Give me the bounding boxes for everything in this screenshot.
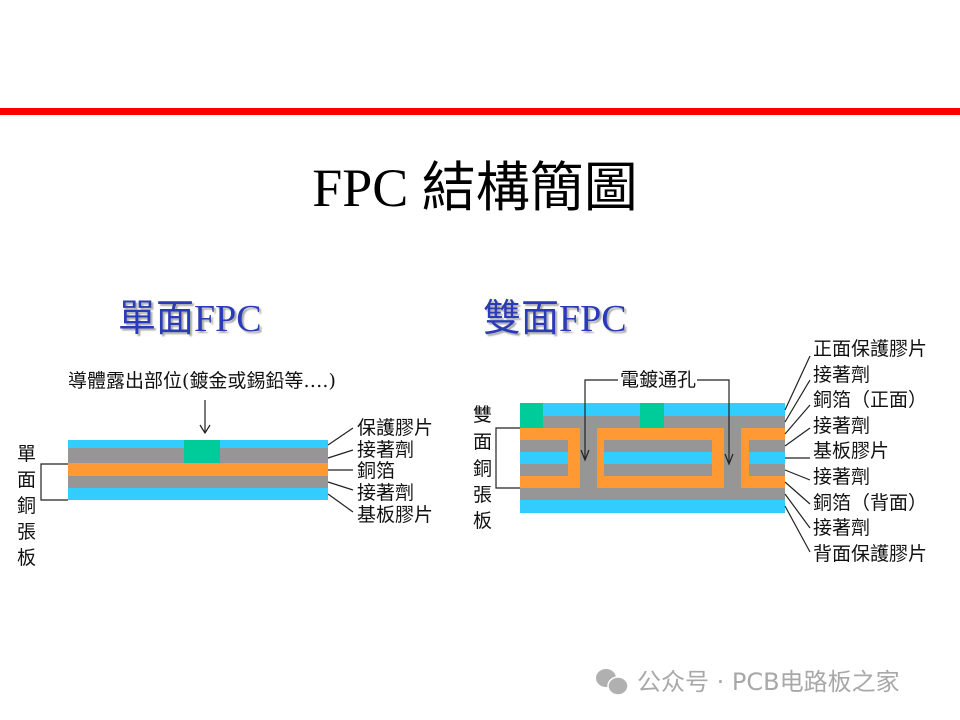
layer-label: 接著劑 bbox=[357, 482, 414, 504]
layer-label: 接著劑 bbox=[813, 364, 870, 386]
side-label-char: 板 bbox=[473, 510, 492, 532]
leader-line bbox=[327, 481, 354, 491]
leader-line bbox=[784, 481, 811, 505]
arrow-down-icon bbox=[199, 424, 211, 435]
page-title: FPC 結構簡圖 bbox=[312, 158, 638, 218]
layer-label: 接著劑 bbox=[813, 415, 870, 437]
side-label-char: 面 bbox=[473, 431, 492, 453]
layer-label: 基板膠片 bbox=[813, 440, 889, 462]
exposed-pad bbox=[184, 440, 220, 463]
exposed-pad bbox=[520, 403, 543, 428]
layer-label: 接著劑 bbox=[357, 439, 414, 461]
leader-line bbox=[784, 505, 811, 553]
adhesive-layer bbox=[68, 476, 328, 488]
wechat-icon bbox=[596, 669, 629, 696]
arrow-down-icon bbox=[580, 449, 590, 462]
layer-label: 背面保護膠片 bbox=[813, 543, 927, 565]
via-arrow-right bbox=[697, 379, 730, 462]
bottom-coverlay bbox=[520, 500, 785, 513]
leader-line bbox=[327, 493, 354, 513]
leader-line bbox=[784, 427, 811, 447]
layer-label: 銅箔 bbox=[357, 460, 395, 482]
copper-layer bbox=[68, 463, 328, 476]
via-arrow-left bbox=[584, 379, 618, 458]
side-label-char: 雙 bbox=[473, 404, 492, 426]
side-label-char: 銅 bbox=[473, 458, 492, 480]
side-label-char: 張 bbox=[17, 521, 36, 543]
layer-label: 銅箔（正面） bbox=[813, 389, 927, 411]
watermark-text: 公众号 · PCB电路板之家 bbox=[637, 668, 900, 696]
single-heading: 單面FPC bbox=[118, 298, 262, 340]
base-film bbox=[604, 452, 712, 464]
double-sided-diagram: 電鍍通孔 雙 面 銅 張 板 正面保護膠片 接著劑 銅箔（正面） 接著劑 基板膠… bbox=[473, 338, 927, 565]
side-label-char: 單 bbox=[17, 443, 36, 465]
leader-line bbox=[784, 469, 811, 481]
exposed-pad bbox=[640, 403, 664, 428]
double-heading: 雙面FPC bbox=[483, 298, 627, 340]
leader-line bbox=[784, 404, 811, 435]
accent-bar bbox=[0, 108, 960, 115]
layer-label: 接著劑 bbox=[813, 517, 870, 539]
arrow-down-icon bbox=[724, 453, 734, 466]
base-film bbox=[749, 452, 785, 464]
layer-label: 接著劑 bbox=[813, 466, 870, 488]
leader-line bbox=[784, 493, 811, 529]
leader-line bbox=[784, 355, 811, 411]
layer-label: 基板膠片 bbox=[357, 504, 433, 526]
leader-line bbox=[784, 379, 811, 423]
bracket bbox=[495, 427, 520, 489]
side-label-char: 張 bbox=[473, 484, 492, 506]
leader-line bbox=[327, 449, 354, 459]
leader-line bbox=[327, 427, 354, 446]
base-film bbox=[520, 452, 568, 464]
single-sided-diagram: 導體露出部位(鍍金或錫鉛等….) 單 面 銅 張 板 保護膠片 接著劑 銅箔 接… bbox=[17, 370, 433, 569]
bracket bbox=[40, 463, 68, 501]
side-label-char: 銅 bbox=[17, 495, 36, 517]
layer-label: 正面保護膠片 bbox=[813, 338, 927, 360]
side-label-char: 板 bbox=[17, 547, 36, 569]
layer-label: 保護膠片 bbox=[357, 417, 433, 439]
side-label-char: 面 bbox=[17, 469, 36, 491]
exposed-conductor-label: 導體露出部位(鍍金或錫鉛等….) bbox=[68, 370, 336, 392]
layer-label: 銅箔（背面） bbox=[813, 492, 927, 514]
plated-through-hole-label: 電鍍通孔 bbox=[620, 369, 696, 391]
base-film-layer bbox=[68, 488, 328, 500]
